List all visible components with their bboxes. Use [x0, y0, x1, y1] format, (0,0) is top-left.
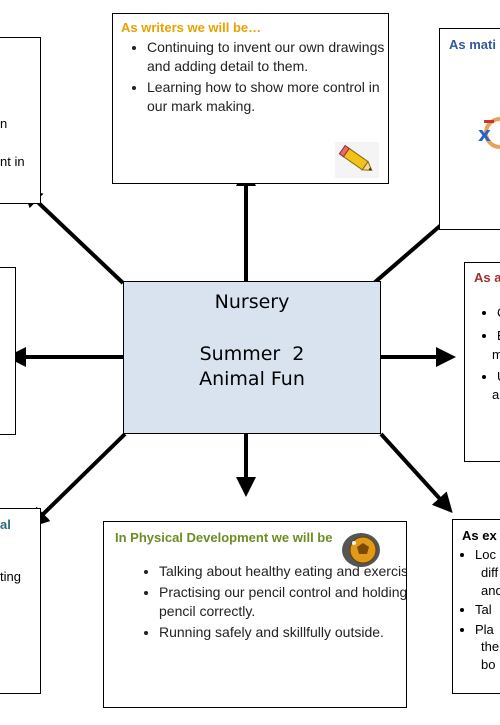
- bottom-left-box: al ting: [0, 508, 41, 694]
- explorers-item-1: Loc: [475, 546, 496, 564]
- writers-item-2: Learning how to show more control in our…: [147, 78, 385, 116]
- writers-title: As writers we will be…: [121, 20, 262, 35]
- arrow-down-right: [379, 432, 453, 513]
- center-term: Summer 2: [199, 343, 305, 365]
- explorers-continuation-4: bo: [481, 657, 496, 672]
- explorers-continuation-1: diff: [481, 565, 499, 580]
- physical-list: Talking about healthy eating and exercis…: [139, 562, 406, 644]
- explorers-item-2: Tal: [475, 601, 494, 619]
- artists-list-2: U: [477, 367, 500, 388]
- svg-text:x: x: [478, 122, 491, 146]
- physical-item-1: Talking about healthy eating and exercis…: [159, 562, 406, 581]
- left-middle-box: [0, 267, 16, 435]
- artists-title: As a: [474, 270, 500, 285]
- writers-list: Continuing to invent our own drawings an…: [127, 38, 385, 118]
- explorers-continuation-2: and: [481, 583, 500, 598]
- explorers-continuation-3: the: [481, 639, 500, 654]
- explorers-box: As ex Loc diff and Tal Pla the bo: [452, 519, 500, 694]
- physical-box: In Physical Development we will be Talki…: [103, 521, 407, 708]
- center-topic: Animal Fun: [199, 368, 305, 390]
- explorers-item-3: Pla: [475, 621, 494, 639]
- physical-item-3: Running safely and skillfully outside.: [159, 623, 406, 642]
- artists-box: As a C E m U a: [464, 262, 500, 462]
- bottom-left-fragment: ting: [0, 569, 21, 584]
- artists-list: C E: [477, 303, 500, 345]
- top-left-box: n nt in: [0, 37, 41, 204]
- center-title: Nursery: [214, 291, 290, 313]
- center-topic-box: Nursery Summer 2 Animal Fun: [123, 281, 381, 434]
- maths-box: As mati x: [439, 28, 500, 230]
- artists-item-1: C: [497, 303, 500, 322]
- artists-item-2: E: [497, 326, 500, 345]
- physical-item-2: Practising our pencil control and holdin…: [159, 583, 406, 621]
- physical-title: In Physical Development we will be: [115, 530, 333, 545]
- top-left-fragment-2: nt in: [0, 154, 25, 169]
- bottom-left-title: al: [0, 517, 11, 532]
- explorers-list-2: Tal Pla: [455, 601, 494, 641]
- artists-continuation-2: a: [492, 387, 500, 402]
- top-left-fragment-1: n: [0, 116, 8, 131]
- arrow-up-left: [22, 187, 125, 285]
- explorers-title: As ex: [462, 528, 497, 543]
- artists-item-3: U: [497, 367, 500, 386]
- explorers-list-1: Loc: [455, 546, 496, 566]
- writers-item-1: Continuing to invent our own drawings an…: [147, 38, 385, 76]
- arrow-down-left: [29, 432, 127, 528]
- artists-continuation-1: m: [492, 347, 500, 362]
- pencil-icon: [335, 142, 379, 183]
- football-icon: [341, 532, 381, 573]
- maths-symbols-icon: x: [476, 113, 500, 158]
- maths-title: As mati: [449, 37, 496, 52]
- writers-box: As writers we will be… Continuing to inv…: [112, 13, 389, 184]
